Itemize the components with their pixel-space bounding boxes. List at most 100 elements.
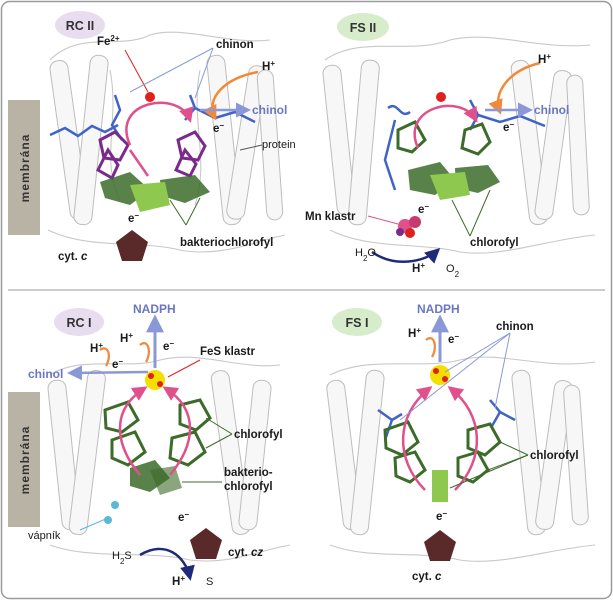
membrane-bar-bottom: membrána	[8, 392, 40, 527]
chlorophyll-cluster	[408, 162, 500, 200]
cytochrome-cz-pentagon	[190, 528, 222, 559]
nadph-label-rc1: NADPH	[133, 302, 176, 316]
o2-label: O2	[446, 263, 460, 279]
h2s-oxidation-arrow	[139, 547, 195, 581]
chl-leader-rc1-1	[205, 417, 233, 435]
proton-uptake-arrow	[202, 70, 259, 121]
badge-rc2	[55, 11, 105, 39]
plastoquinone-right	[468, 99, 546, 131]
electron-left-label-rc1: e−	[112, 357, 123, 372]
membrane-label-top: membrána	[18, 134, 32, 203]
protein-scaffold	[322, 36, 596, 254]
bchl-leader-2	[185, 197, 201, 226]
chinon-leader-fs1-2	[399, 332, 511, 421]
proton-arrow-top-rc1	[139, 342, 150, 363]
panel-rc1: RC I NA	[28, 302, 291, 589]
badge-fs1	[332, 308, 382, 336]
electron-bottom-label: e−	[128, 211, 139, 226]
fes-cluster	[145, 370, 165, 390]
h2o-label: H2O	[355, 247, 376, 263]
chinon-leader-fs1-1	[444, 332, 511, 373]
chinon-leader-2	[194, 47, 214, 99]
mn-cluster-label: Mn klastr	[305, 211, 356, 223]
chinon-label-fs1: chinon	[496, 321, 534, 333]
electron-mn-label: e−	[418, 202, 429, 217]
chinol-label: chinol	[252, 103, 287, 117]
chinol-label-fs2: chinol	[534, 103, 569, 117]
membrane-label-bottom: membrána	[18, 426, 32, 495]
protein-scaffold	[326, 356, 596, 562]
electron-bottom-label-rc1: e−	[178, 510, 189, 525]
protein-scaffold	[47, 31, 286, 253]
protein-scaffold	[47, 356, 291, 562]
fes-cluster-label: FeS klastr	[200, 346, 255, 358]
cytochrome-c-pentagon-fs1	[424, 530, 456, 561]
protein-label: protein	[262, 139, 296, 151]
h-plus-label-fs2: H+	[538, 52, 551, 67]
water-oxidation-arrow	[371, 247, 441, 264]
panel-rc2: RC II Fe2+	[47, 11, 296, 263]
chl-leader-fs1-1	[499, 441, 529, 456]
badge-fs2-label: FS II	[350, 21, 376, 35]
proton-arrow-fs1	[425, 337, 436, 358]
cytochrome-c-label: cyt. c	[58, 251, 88, 263]
chl-leader-1	[451, 199, 471, 237]
fes-cluster-fs1	[430, 365, 450, 385]
proton-uptake-arrow-fs2	[488, 61, 541, 115]
electron-bottom-label-fs1: e−	[436, 509, 447, 524]
h-plus-bottom-label-fs2: H+	[412, 261, 425, 276]
chinol-label-rc1: chinol	[28, 367, 63, 381]
chlorofyl-label-fs2: chlorofyl	[470, 237, 519, 249]
fe-ion-fs2	[436, 92, 446, 102]
electron-right-label: e−	[213, 121, 224, 136]
vapnik-label: vápník	[28, 530, 61, 542]
h2s-label: H2S	[112, 550, 132, 566]
electron-path-right-rc1	[162, 386, 192, 476]
badge-fs2	[337, 13, 389, 41]
protein-leader	[239, 144, 263, 151]
h-plus-bottom-label-rc1: H+	[172, 574, 185, 589]
nadph-label-fs1: NADPH	[417, 302, 460, 316]
electron-path-lower	[128, 149, 150, 177]
panel-fs2: FS II H+ chinol e− Mn klastr	[305, 13, 596, 279]
bakteriochlorofyl-label-rc1-line1: bakterio-	[224, 467, 273, 479]
chlorophyll-v-arrangement	[103, 398, 212, 495]
chl-leader-rc1-2	[205, 433, 233, 449]
electron-path-arrow-fs2	[413, 104, 478, 149]
electron-path-left-rc1	[118, 386, 148, 476]
mn-leader	[367, 215, 399, 225]
electron-path-left-fs1	[401, 386, 433, 491]
bchl-leader-1	[169, 199, 187, 226]
phylloquinone-right	[489, 399, 516, 427]
bacteriochlorophyll-cluster	[100, 172, 210, 212]
panel-fs1: FS I NADPH H+ e− chinon chlorofyl	[326, 302, 596, 583]
electron-path-right-fs1	[447, 386, 479, 491]
h-plus-label-fs1: H+	[408, 326, 421, 341]
chlorofyl-label-fs1: chlorofyl	[530, 450, 579, 462]
h-plus-top-label-rc1: H+	[120, 331, 133, 346]
h-plus-left-label-rc1: H+	[90, 341, 103, 356]
h-plus-label: H+	[262, 59, 275, 74]
chlorofyl-label-rc1: chlorofyl	[234, 429, 283, 441]
bakteriochlorofyl-label: bakteriochlorofyl	[180, 237, 273, 249]
chinon-leader-fs1-3	[494, 332, 511, 409]
electron-top-label-rc1: e−	[163, 339, 174, 354]
calcium-ion-1	[111, 501, 119, 509]
badge-rc2-label: RC II	[66, 19, 94, 33]
electron-top-label-fs1: e−	[448, 332, 459, 347]
plastoquinone-left	[383, 104, 411, 191]
sulfur-label: S	[206, 576, 213, 588]
membrane-bar-top: membrána	[8, 100, 40, 235]
mn-cluster	[396, 216, 421, 238]
chinol-arrow-rc1	[67, 365, 149, 381]
vapnik-leader	[79, 517, 109, 531]
bakteriochlorofyl-label-rc1-line2: chlorofyl	[224, 481, 273, 493]
electron-right-label-fs2: e−	[503, 120, 514, 135]
fes-leader	[167, 359, 201, 378]
badge-rc1	[54, 308, 104, 336]
badge-fs1-label: FS I	[346, 316, 369, 330]
calcium-ion-2	[104, 516, 112, 524]
fe-label: Fe2+	[97, 34, 120, 49]
